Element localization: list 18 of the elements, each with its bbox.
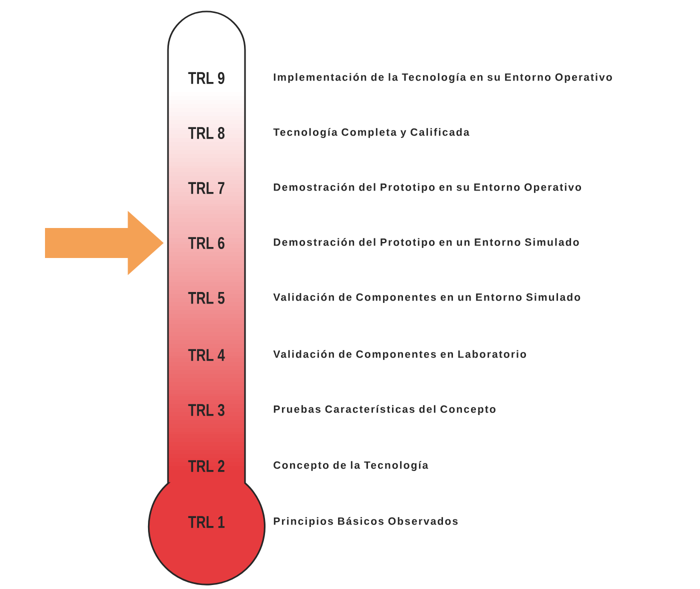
- level-description: Tecnología Completa y Calificada: [273, 128, 470, 138]
- level-description: Pruebas Características del Concepto: [274, 405, 496, 415]
- level-description: Demostración del Prototipo en un Entorno Simulado: [274, 238, 579, 248]
- level-label: TRL 8: [188, 126, 224, 140]
- level-label: TRL 3: [188, 404, 224, 416]
- level-label: TRL 7: [188, 182, 224, 194]
- level-description: Validación de Componentes en un Entorno Simulado: [273, 293, 580, 303]
- level-label: TRL 1: [188, 516, 225, 528]
- level-label: TRL 2: [188, 460, 224, 472]
- level-description: Validación de Componentes en Laboratorio: [273, 350, 526, 360]
- level-description: Concepto de la Tecnología: [274, 461, 428, 471]
- level-description: Demostración del Prototipo en su Entorno Operativo: [274, 183, 582, 193]
- level-label: TRL 6: [188, 236, 224, 250]
- level-description: Principios Básicos Observados: [274, 517, 458, 527]
- level-label: TRL 4: [188, 349, 225, 361]
- level-label: TRL 9: [188, 72, 224, 84]
- level-label: TRL 5: [188, 292, 225, 304]
- level-description: Implementación de la Tecnología en su Entorno Operativo: [274, 73, 612, 83]
